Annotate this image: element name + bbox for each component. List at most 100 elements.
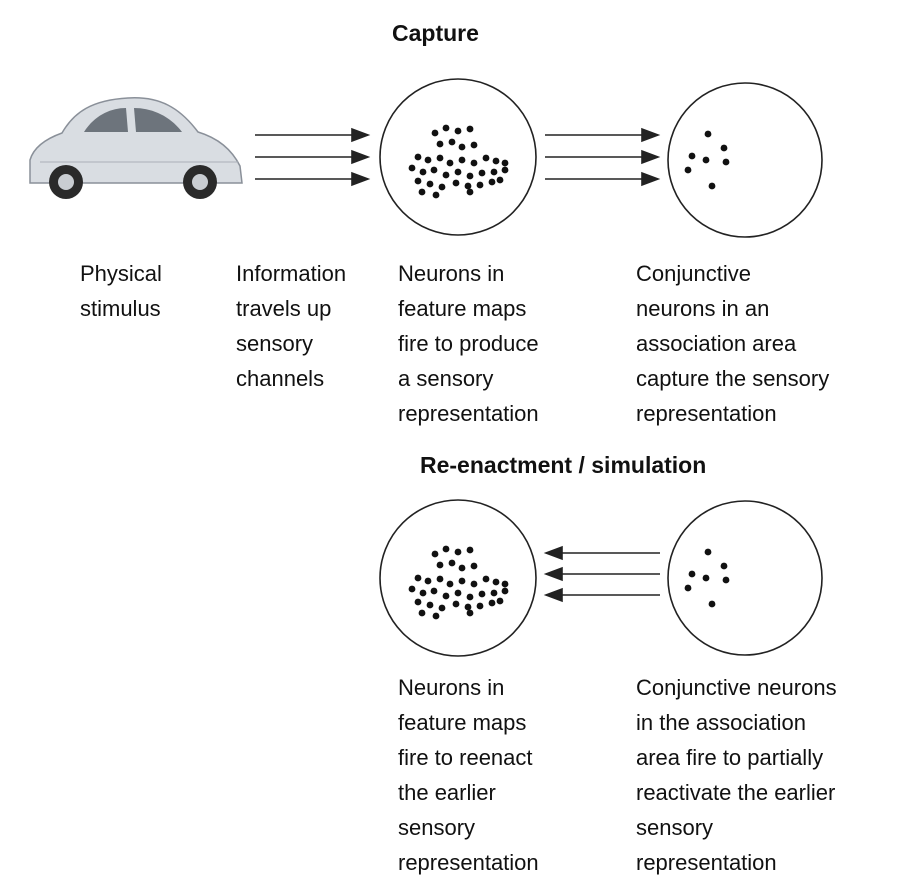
neuron-dot <box>452 179 460 187</box>
reenact-association-circle <box>667 500 823 656</box>
neuron-dot <box>418 609 426 617</box>
capture-conjunctive-neurons <box>684 130 730 190</box>
neuron-dot <box>470 159 478 167</box>
neuron-dot <box>424 577 432 585</box>
capture-feature-map-circle <box>379 78 537 236</box>
neuron-dot <box>466 609 474 617</box>
reenact-feature-neurons <box>408 545 509 620</box>
physical-stimulus-label: Physical stimulus <box>80 261 162 321</box>
capture-feature-neurons-label: Neurons in feature maps fire to produce … <box>398 261 539 426</box>
neuron-dot <box>446 159 454 167</box>
neuron-dot <box>438 183 446 191</box>
reenact-arrows <box>543 545 660 603</box>
neuron-dot <box>430 587 438 595</box>
neuron-dot <box>688 570 696 578</box>
neuron-dot <box>452 600 460 608</box>
neuron-dot <box>431 550 439 558</box>
neuron-dot <box>466 172 474 180</box>
information-label: Information travels up sensory channels <box>236 261 347 391</box>
neuron-dot <box>436 140 444 148</box>
neuron-dot <box>490 168 498 176</box>
neuron-dot <box>419 589 427 597</box>
reenact-conjunctive-neurons <box>684 548 730 608</box>
neuron-dot <box>458 577 466 585</box>
neuron-dot <box>446 580 454 588</box>
neuron-dot <box>442 545 450 553</box>
neuron-dot <box>431 129 439 137</box>
neuron-dot <box>442 171 450 179</box>
neuron-dot <box>720 144 728 152</box>
neuron-dot <box>438 604 446 612</box>
neuron-dot <box>704 130 712 138</box>
neuron-dot <box>414 177 422 185</box>
neuron-dot <box>496 597 504 605</box>
neuron-dot <box>466 188 474 196</box>
neuron-dot <box>414 574 422 582</box>
neuron-dot <box>482 575 490 583</box>
capture-feature-neurons <box>408 124 509 199</box>
neuron-dot <box>436 561 444 569</box>
neuron-dot <box>470 562 478 570</box>
neuron-dot <box>704 548 712 556</box>
neuron-dot <box>426 180 434 188</box>
neuron-dot <box>458 143 466 151</box>
neuron-dot <box>722 158 730 166</box>
neuron-dot <box>454 127 462 135</box>
neuron-dot <box>490 589 498 597</box>
neuron-dot <box>436 154 444 162</box>
neuron-dot <box>448 138 456 146</box>
reenact-feature-neurons-label: Neurons in feature maps fire to reenact … <box>398 675 539 875</box>
neuron-dot <box>464 603 472 611</box>
neuron-dot <box>448 559 456 567</box>
capture-association-circle <box>667 82 823 238</box>
neuron-dot <box>432 612 440 620</box>
neuron-dot <box>408 164 416 172</box>
capture-title: Capture <box>392 20 479 46</box>
neuron-dot <box>424 156 432 164</box>
neuron-dot <box>702 574 710 582</box>
neuron-dot <box>408 585 416 593</box>
neuron-dot <box>488 178 496 186</box>
neuron-dot <box>470 141 478 149</box>
neuron-dot <box>501 166 509 174</box>
neuron-dot <box>442 592 450 600</box>
neuron-dot <box>482 154 490 162</box>
neuron-dot <box>478 590 486 598</box>
car-icon <box>29 97 243 199</box>
neuron-dot <box>708 600 716 608</box>
reenact-conjunctive-label: Conjunctive neurons in the association a… <box>636 675 837 875</box>
neuron-dot <box>466 125 474 133</box>
capture-arrows <box>545 127 661 187</box>
neuron-dot <box>419 168 427 176</box>
capture-conjunctive-label: Conjunctive neurons in an association ar… <box>636 261 830 426</box>
neuron-dot <box>684 584 692 592</box>
neuron-dot <box>466 546 474 554</box>
neuron-dot <box>414 598 422 606</box>
neuron-dot <box>688 152 696 160</box>
input-arrows <box>255 127 371 187</box>
neuron-dot <box>501 159 509 167</box>
neuron-dot <box>458 156 466 164</box>
neuron-dot <box>454 168 462 176</box>
neuron-dot <box>684 166 692 174</box>
neuron-dot <box>464 182 472 190</box>
neuron-dot <box>496 176 504 184</box>
neuron-dot <box>488 599 496 607</box>
neuron-dot <box>722 576 730 584</box>
neuron-dot <box>430 166 438 174</box>
neuron-dot <box>478 169 486 177</box>
neuron-dot <box>418 188 426 196</box>
neuron-dot <box>426 601 434 609</box>
neuron-dot <box>432 191 440 199</box>
reenactment-title: Re-enactment / simulation <box>420 452 707 478</box>
neuron-dot <box>476 602 484 610</box>
neuron-dot <box>702 156 710 164</box>
neuron-dot <box>454 589 462 597</box>
neuron-dot <box>470 580 478 588</box>
reenact-feature-map-circle <box>379 499 537 657</box>
neuron-dot <box>708 182 716 190</box>
neuron-dot <box>476 181 484 189</box>
neuron-dot <box>492 157 500 165</box>
neuron-dot <box>501 580 509 588</box>
neuron-dot <box>720 562 728 570</box>
